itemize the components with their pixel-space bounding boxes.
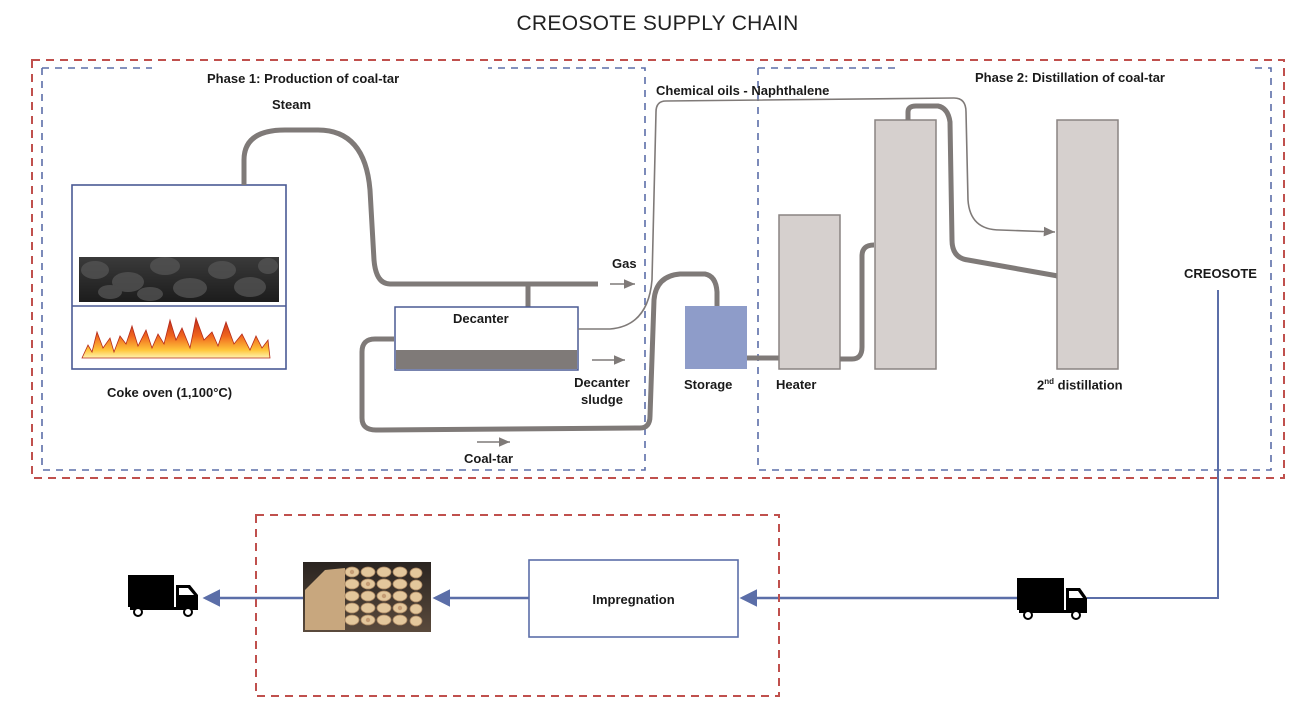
second-distillation-label: 2nd distillation (1037, 377, 1123, 393)
decanter-label: Decanter (453, 311, 509, 326)
storage-tank (685, 306, 747, 369)
creosote-flow-line (1087, 290, 1219, 599)
chemical-oils-label: Chemical oils - Naphthalene (656, 83, 830, 98)
impregnation-label: Impregnation (592, 592, 675, 607)
heater-column (778, 214, 841, 370)
coal-tar-label: Coal-tar (464, 451, 514, 466)
treatment-plant-border (255, 514, 780, 697)
gas-label: Gas (612, 256, 637, 271)
coke-oven-label: Coke oven (1,100°C) (107, 385, 233, 400)
distillation-column-1 (874, 119, 937, 370)
truck-icon (128, 575, 198, 617)
chemical-oils-line (578, 97, 1056, 330)
phases-outer-border (31, 59, 1285, 479)
treated-wood-poles-image (303, 562, 431, 632)
coal-image (79, 257, 279, 302)
decanter-sludge-label: Decanter sludge (570, 374, 634, 408)
phase2-label: Phase 2: Distillation of coal-tar (975, 70, 1165, 85)
coal-tar-pipe (359, 271, 720, 433)
decanter-sludge-line1: Decanter (574, 375, 630, 390)
heater-label: Heater (776, 377, 817, 392)
truck-icon (1017, 578, 1087, 620)
phase1-border (41, 67, 646, 471)
decanter-sludge-line2: sludge (581, 392, 623, 407)
phase2-border (757, 67, 1272, 471)
diagram-title: CREOSOTE SUPPLY CHAIN (516, 12, 799, 35)
steam-label: Steam (272, 97, 312, 112)
fire-image (81, 316, 271, 359)
impregnation-box (528, 559, 739, 638)
creosote-label: CREOSOTE (1184, 266, 1257, 281)
phase1-label: Phase 1: Production of coal-tar (207, 71, 400, 86)
distillation-column-2 (1056, 119, 1119, 370)
storage-label: Storage (684, 377, 733, 392)
steam-pipe (241, 127, 598, 287)
